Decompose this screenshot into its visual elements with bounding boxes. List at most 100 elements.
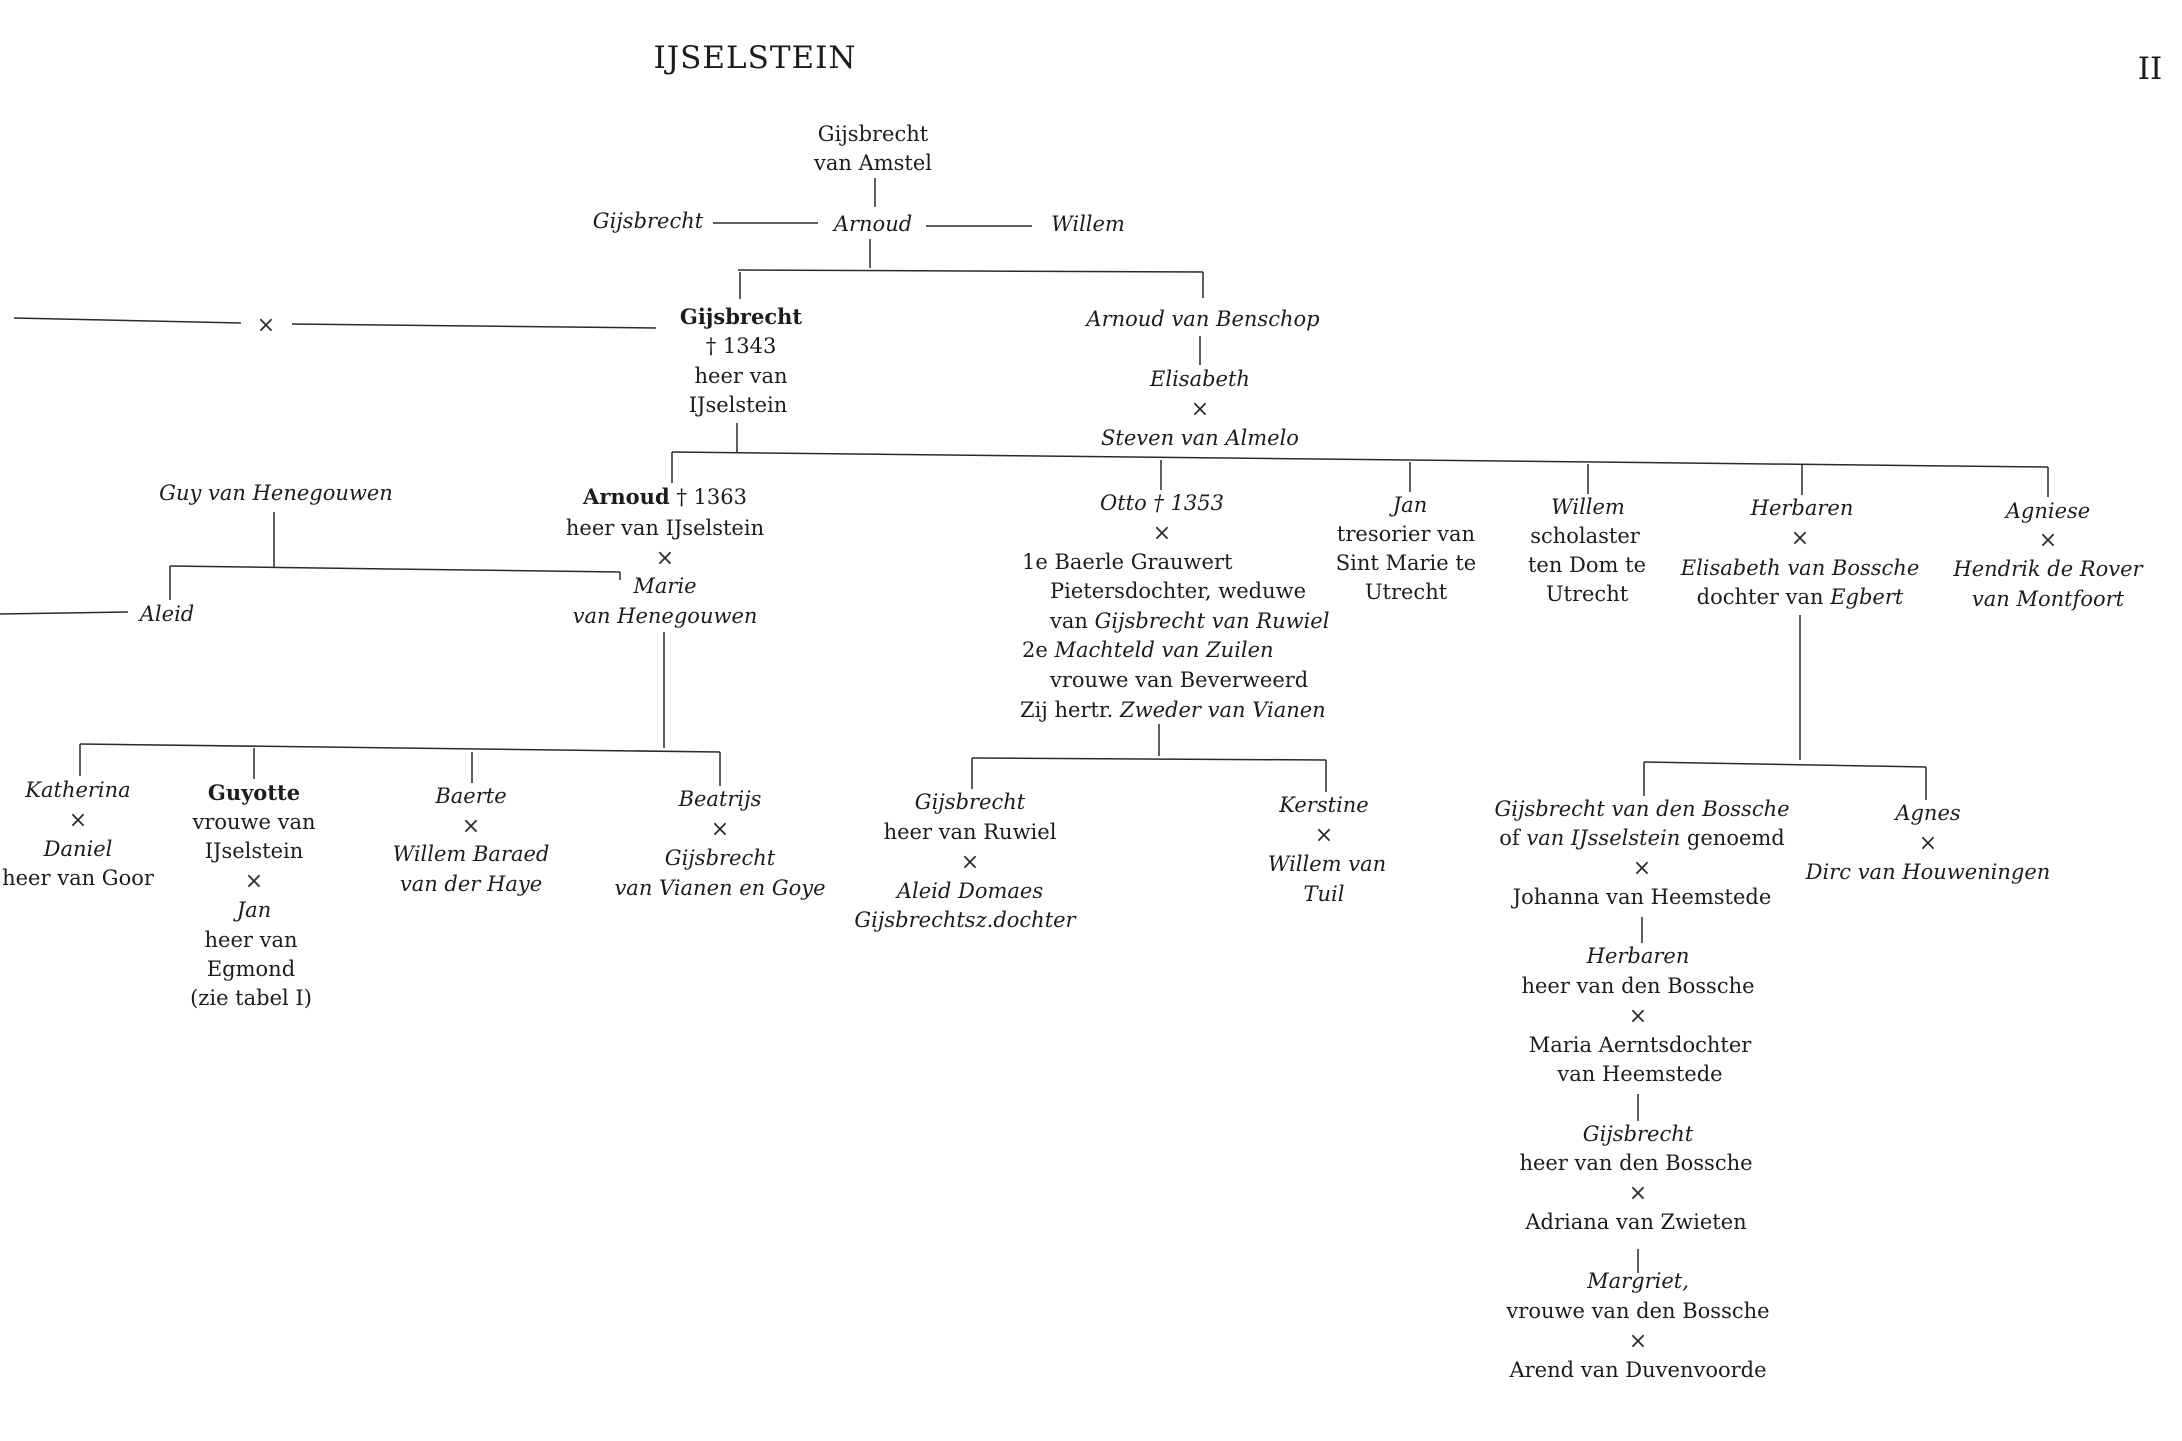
tuil: Tuil <box>1303 882 1345 906</box>
kerstine: Kerstine <box>1279 793 1369 817</box>
marriage-sign: × <box>1314 823 1334 848</box>
jan-title-3: Utrecht <box>1364 580 1448 604</box>
marriage-sign: × <box>2038 528 2058 553</box>
label-van: van <box>1050 609 1088 633</box>
marriage-sign: × <box>1628 1004 1648 1029</box>
connector <box>291 323 657 329</box>
page-title: IJSELSTEIN <box>653 40 857 76</box>
zweder-van-vianen: Zweder van Vianen <box>1120 698 1326 722</box>
otto-marriage-2-detail: vrouwe van Beverweerd <box>1050 668 1309 692</box>
willem-baraed: Willem Baraed <box>392 842 550 866</box>
connector <box>169 565 621 573</box>
baerte: Baerte <box>435 784 507 808</box>
otto: Otto † 1353 <box>1099 491 1225 515</box>
arend-van-duvenvoorde: Arend van Duvenvoorde <box>1509 1358 1767 1382</box>
elisabeth: Elisabeth <box>1150 367 1250 391</box>
guyotte-title-2: IJselstein <box>204 839 304 863</box>
arnoud: Arnoud <box>833 212 913 236</box>
willem-title-2: ten Dom te <box>1527 553 1647 577</box>
marriage-sign: × <box>710 817 730 842</box>
marriage-sign: × <box>655 546 675 571</box>
willem: Willem <box>1551 495 1625 519</box>
beatrijs: Beatrijs <box>678 787 762 811</box>
daniel: Daniel <box>43 837 113 861</box>
van-montfoort: van Montfoort <box>1971 587 2125 611</box>
label-2e: 2e <box>1022 638 1048 662</box>
herbaren: Herbaren <box>1750 496 1854 520</box>
willem-van-tuil: Willem van <box>1267 852 1387 876</box>
marriage-sign: × <box>256 313 276 338</box>
marriage-sign: × <box>1918 831 1938 856</box>
van-ijsselstein-genoemd: of van IJsselstein genoemd <box>1499 824 1785 853</box>
marie: Marie <box>633 574 697 598</box>
connector <box>79 743 721 753</box>
maria-aerntsdochter: Maria Aerntsdochter <box>1528 1033 1752 1057</box>
arnoud-title: heer van IJselstein <box>565 516 765 540</box>
steven-van-almelo: Steven van Almelo <box>1101 426 1299 450</box>
agniese: Agniese <box>2005 499 2091 523</box>
marriage-sign: × <box>960 850 980 875</box>
van-ijsselstein: van IJsselstein <box>1526 826 1681 850</box>
willem-title-3: Utrecht <box>1545 582 1629 606</box>
connector <box>671 451 2049 468</box>
founder-name: Gijsbrecht <box>817 122 929 146</box>
connector <box>737 269 1204 273</box>
van-der-haye: van der Haye <box>399 872 543 896</box>
aleid-domaes: Aleid Domaes <box>896 879 1044 903</box>
otto-marriage-1-widow: van Gijsbrecht van Ruwiel <box>1050 607 1329 636</box>
arnoud-van-benschop: Arnoud van Benschop <box>1086 307 1320 331</box>
margriet: Margriet, <box>1587 1269 1689 1293</box>
marriage-sign: × <box>1632 856 1652 881</box>
marriage-sign: × <box>1790 526 1810 551</box>
guyotte: Guyotte <box>207 780 301 805</box>
label-remarried: Zij hertr. <box>1020 698 1114 722</box>
herbaren-son-title: heer van den Bossche <box>1521 974 1755 998</box>
guy-van-henegouwen: Guy van Henegouwen <box>159 481 393 505</box>
arnoud-death: † 1363 <box>676 485 747 509</box>
willem-title: scholaster <box>1530 524 1640 548</box>
gijsbrecht-van-ruwiel: Gijsbrecht van Ruwiel <box>1094 609 1330 633</box>
gijsbrecht-van-den-bossche: Gijsbrecht van den Bossche <box>1494 797 1790 821</box>
gijsbrecht-title-place: IJselstein <box>688 393 788 417</box>
elisabeth-van-bossche-parent: dochter van Egbert <box>1697 583 1904 612</box>
van-heemstede: van Heemstede <box>1557 1062 1723 1086</box>
otto-marriage-2-remarried: Zij hertr. Zweder van Vianen <box>1020 696 1326 725</box>
sibling-willem: Willem <box>1051 212 1125 236</box>
adriana-van-zwieten: Adriana van Zwieten <box>1525 1210 1747 1234</box>
johanna-van-heemstede: Johanna van Heemstede <box>1512 885 1772 909</box>
marriage-sign: × <box>68 808 88 833</box>
label-of: of <box>1499 826 1520 850</box>
otto-marriage-1-detail: Pietersdochter, weduwe <box>1050 579 1307 603</box>
label-genoemd: genoemd <box>1686 826 1785 850</box>
dirc-van-houweningen: Dirc van Houweningen <box>1805 860 2051 884</box>
machteld-van-zuilen: Machteld van Zuilen <box>1054 638 1274 662</box>
gijsbrecht-name: Gijsbrecht <box>679 304 803 329</box>
otto-marriage-1: 1e Baerle Grauwert <box>1022 550 1233 574</box>
elisabeth-van-bossche: Elisabeth van Bossche <box>1680 556 1920 580</box>
gijsbrecht-van-ruwiel-title: heer van Ruwiel <box>883 820 1057 844</box>
marie-van-henegouwen: van Henegouwen <box>572 604 758 628</box>
guyotte-title: vrouwe van <box>192 810 316 834</box>
label-dochter-van: dochter van <box>1696 585 1824 609</box>
connector <box>1643 761 1927 768</box>
jan-van-egmond: Jan <box>236 898 272 922</box>
jan-van-egmond-title: heer van <box>204 928 298 952</box>
jan-van-egmond-title-2: Egmond <box>206 957 296 981</box>
herbaren-son: Herbaren <box>1586 944 1690 968</box>
marriage-sign: × <box>244 869 264 894</box>
table-reference: (zie tabel I) <box>190 986 312 1010</box>
gijsbrechtsz-dochter: Gijsbrechtsz.dochter <box>854 908 1076 932</box>
gijsbrecht-grandson-title: heer van den Bossche <box>1519 1151 1753 1175</box>
hendrik-de-rover: Hendrik de Rover <box>1953 557 2143 581</box>
connector <box>13 317 242 324</box>
gijsbrecht-death: † 1343 <box>705 334 777 358</box>
marriage-sign: × <box>1628 1181 1648 1206</box>
gijsbrecht-title: heer van <box>694 364 788 388</box>
jan-title: tresorier van <box>1336 522 1476 546</box>
sibling-gijsbrecht: Gijsbrecht <box>592 209 704 233</box>
jan-title-2: Sint Marie te <box>1335 551 1477 575</box>
gijsbrecht-van-ruwiel-son: Gijsbrecht <box>914 790 1026 814</box>
arnoud-name: Arnoud <box>583 484 670 509</box>
van-vianen-en-goye: van Vianen en Goye <box>614 876 826 900</box>
